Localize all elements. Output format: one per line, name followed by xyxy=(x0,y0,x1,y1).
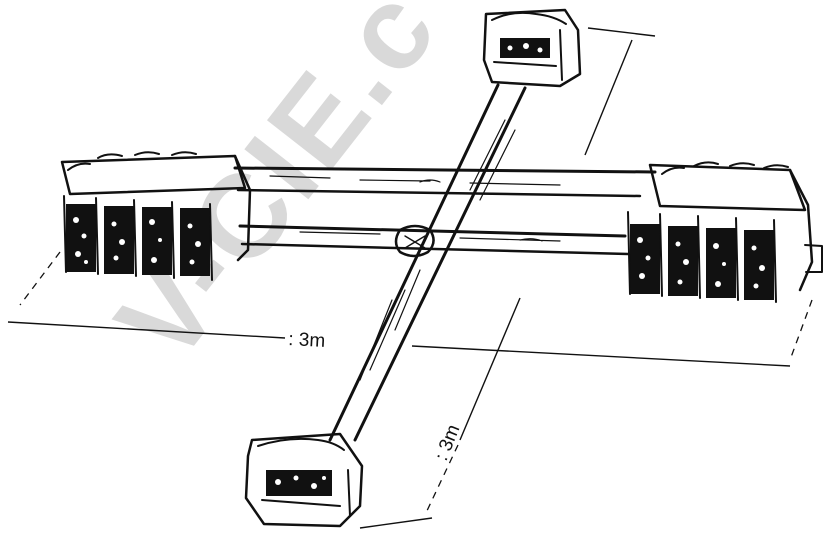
vertical-beam xyxy=(328,83,527,442)
bottom-block xyxy=(244,432,364,528)
horizontal-beam xyxy=(233,166,657,256)
dimension-lines xyxy=(7,27,813,529)
top-block xyxy=(482,8,582,88)
left-block-cluster xyxy=(60,151,252,281)
dimension-label-vertical: : 3m xyxy=(431,422,464,464)
dimension-label-horizontal: : 3m xyxy=(288,329,326,352)
right-block-faces xyxy=(630,224,774,300)
right-block-cluster xyxy=(627,161,823,303)
centre-joint xyxy=(394,224,435,258)
left-block-faces xyxy=(66,204,210,276)
